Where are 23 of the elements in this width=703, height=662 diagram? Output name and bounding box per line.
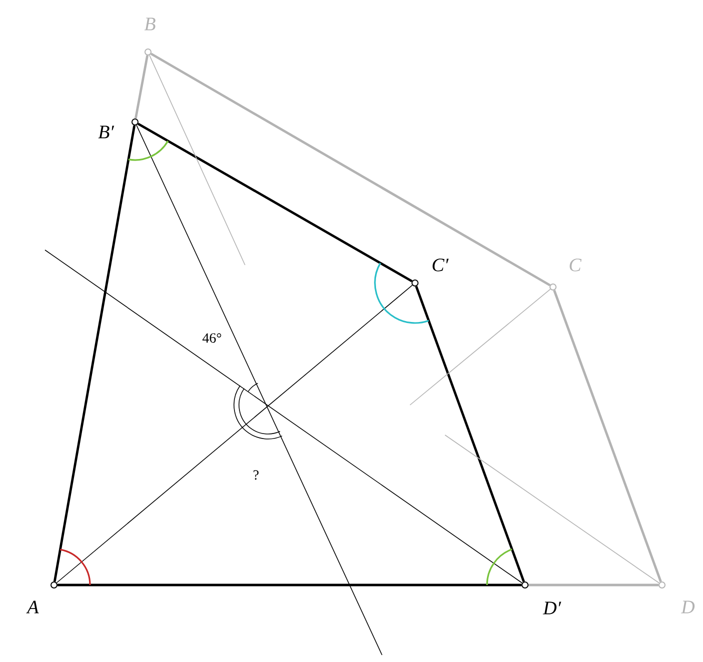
angle-label: ? <box>254 470 259 480</box>
line <box>149 54 246 266</box>
line <box>136 124 382 656</box>
segment <box>58 584 522 586</box>
angle-label: 46° <box>202 333 222 343</box>
segment <box>528 584 658 586</box>
segment <box>553 290 662 582</box>
point-label: B <box>144 18 156 30</box>
segment <box>137 122 413 282</box>
point-label: D <box>680 600 695 614</box>
segment <box>415 286 525 582</box>
point-label: C <box>570 258 582 272</box>
point-label: B′ <box>98 126 114 138</box>
segment <box>150 52 551 286</box>
segment <box>134 55 149 119</box>
line <box>444 434 660 584</box>
line <box>44 250 523 584</box>
point-label: C′ <box>432 258 449 272</box>
point-label: D′ <box>542 602 562 614</box>
line <box>410 288 551 406</box>
segment <box>53 125 136 582</box>
segment <box>56 284 413 584</box>
point-label: A <box>26 600 39 614</box>
